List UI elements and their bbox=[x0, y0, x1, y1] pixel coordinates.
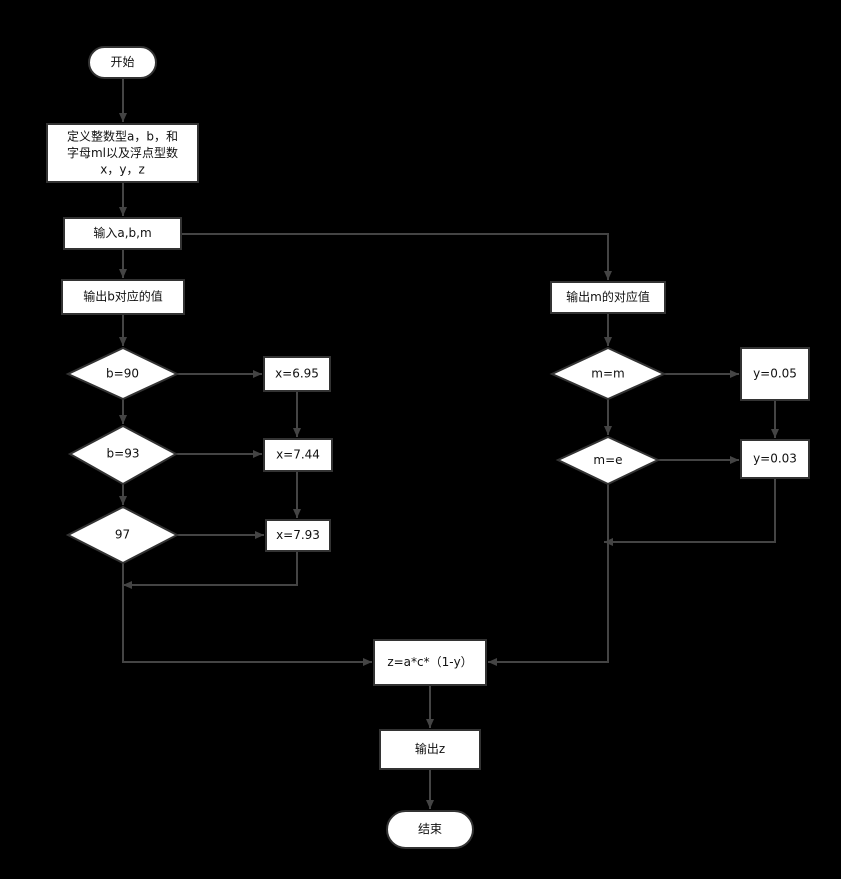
labels: 开始 定义整数型a，b，和 字母ml以及浮点型数 x，y，z 输入a,b,m 输… bbox=[67, 55, 797, 836]
x1-label: x=6.95 bbox=[275, 367, 319, 381]
x2-label: x=7.44 bbox=[276, 448, 320, 462]
97-decision bbox=[65, 505, 180, 565]
end-terminal bbox=[386, 810, 474, 849]
define-label-line2: 字母ml以及浮点型数 bbox=[67, 145, 178, 160]
mm-label: m=m bbox=[591, 367, 624, 381]
edge-input-outm bbox=[181, 233, 612, 280]
end-label: 结束 bbox=[418, 822, 442, 836]
b90-label: b=90 bbox=[106, 367, 139, 381]
mm-decision bbox=[549, 346, 667, 401]
start-label: 开始 bbox=[110, 55, 134, 69]
start-terminal bbox=[88, 46, 157, 79]
out-z-process bbox=[379, 729, 481, 770]
input-label: 输入a,b,m bbox=[93, 225, 151, 240]
define-process bbox=[46, 123, 199, 183]
edges bbox=[119, 78, 779, 809]
define-label-line1: 定义整数型a，b，和 bbox=[67, 129, 178, 144]
y2-process bbox=[740, 439, 810, 479]
b90-decision bbox=[65, 346, 180, 401]
calc-label: z=a*c*（1-y） bbox=[387, 655, 472, 669]
calc-process bbox=[373, 639, 487, 686]
nodes bbox=[46, 46, 810, 849]
out-m-process bbox=[550, 281, 666, 314]
y2-label: y=0.03 bbox=[753, 452, 797, 466]
edge-y2-merge bbox=[604, 478, 776, 546]
define-label-line3: x，y，z bbox=[100, 163, 145, 177]
out-b-label: 输出b对应的值 bbox=[83, 289, 163, 304]
edge-x3-merge bbox=[123, 551, 298, 589]
97-label: 97 bbox=[115, 528, 130, 542]
out-z-label: 输出z bbox=[415, 741, 445, 756]
b93-decision bbox=[67, 424, 179, 486]
out-m-label: 输出m的对应值 bbox=[566, 289, 650, 304]
input-io bbox=[63, 217, 182, 250]
out-b-process bbox=[61, 279, 185, 315]
b93-label: b=93 bbox=[107, 447, 140, 461]
x3-label: x=7.93 bbox=[276, 528, 320, 542]
y1-label: y=0.05 bbox=[753, 367, 797, 381]
edge-me-calc bbox=[488, 484, 609, 666]
edge-97-calc bbox=[122, 563, 372, 666]
me-label: m=e bbox=[593, 453, 622, 467]
x1-process bbox=[263, 356, 331, 392]
me-decision bbox=[555, 435, 661, 486]
x3-process bbox=[265, 519, 331, 552]
y1-process bbox=[740, 347, 810, 401]
x2-process bbox=[263, 438, 333, 472]
